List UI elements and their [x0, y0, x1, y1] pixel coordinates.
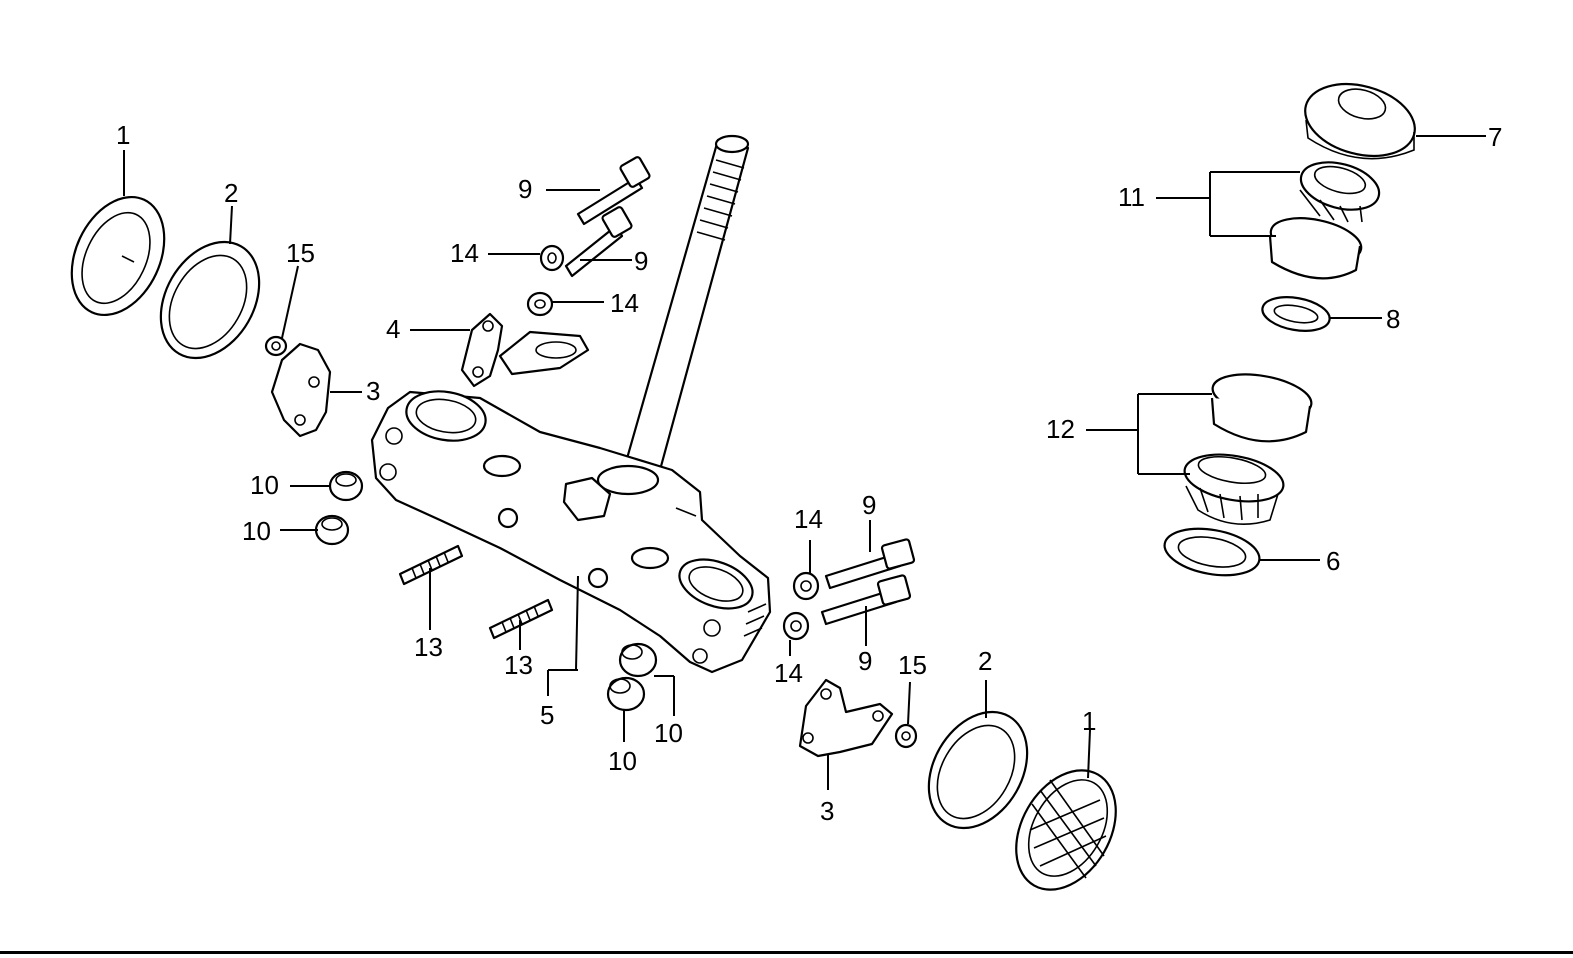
callout-15-upper: 15 — [286, 238, 315, 268]
callout-10-b: 10 — [242, 516, 271, 546]
bolt-9-upper-a — [576, 156, 651, 226]
steering-stem — [624, 134, 750, 472]
bolt-9-upper-b — [564, 206, 633, 278]
bracket-4 — [460, 312, 590, 388]
bearing-12 — [1183, 453, 1285, 526]
callout-9-c: 9 — [862, 490, 876, 520]
callout-2-upper: 2 — [224, 178, 238, 208]
callout-10-d: 10 — [608, 746, 637, 776]
callout-15-lower: 15 — [898, 650, 927, 680]
washer-14-upper-a — [539, 244, 565, 272]
nut-15-lower — [894, 723, 918, 749]
callout-10-c: 10 — [654, 718, 683, 748]
bolt-9-right-b — [820, 574, 912, 626]
callout-3-upper: 3 — [366, 376, 380, 406]
seal-6 — [1163, 527, 1261, 577]
reflector-lower-right — [1015, 769, 1117, 891]
lower-triple-clamp — [370, 390, 772, 674]
seal-8 — [1261, 296, 1331, 332]
rim-lower-right — [927, 710, 1029, 830]
callout-3-lower: 3 — [820, 796, 834, 826]
callout-14-a: 14 — [450, 238, 479, 268]
cap-nut-10-a — [618, 642, 658, 678]
callout-8: 8 — [1386, 304, 1400, 334]
callout-9-a: 9 — [518, 174, 532, 204]
callout-numbers: 1 2 15 4 3 10 10 13 13 5 10 10 9 14 9 14… — [116, 120, 1502, 826]
nut-15-upper — [264, 335, 288, 357]
callout-1-lower: 1 — [1082, 706, 1096, 736]
stud-13-a — [398, 544, 464, 586]
callout-2-lower: 2 — [978, 646, 992, 676]
race-12 — [1210, 373, 1313, 443]
nut-10-left-a — [328, 470, 364, 502]
washer-14-right-b — [782, 611, 810, 641]
washer-14-upper-b — [526, 291, 554, 317]
callout-1-upper: 1 — [116, 120, 130, 150]
callout-14-c: 14 — [794, 504, 823, 534]
callout-14-d: 14 — [774, 658, 803, 688]
washer-14-right-a — [792, 571, 820, 601]
race-11 — [1268, 217, 1363, 280]
bottom-border-line — [0, 951, 1573, 954]
callout-5: 5 — [540, 700, 554, 730]
bolt-9-right-a — [824, 538, 916, 590]
callout-9-b: 9 — [634, 246, 648, 276]
callout-13-a: 13 — [414, 632, 443, 662]
callout-10-a: 10 — [250, 470, 279, 500]
bracket-3-upper — [270, 342, 332, 438]
callout-11: 11 — [1118, 182, 1145, 212]
callout-14-b: 14 — [610, 288, 639, 318]
cap-nut-10-b — [606, 676, 646, 712]
reflector-upper-left — [70, 195, 166, 317]
callout-12: 12 — [1046, 414, 1075, 444]
stem-nut-7 — [1304, 83, 1416, 160]
bracket-3-lower — [798, 678, 894, 758]
bearing-11 — [1299, 161, 1381, 223]
callout-4: 4 — [386, 314, 400, 344]
callout-13-b: 13 — [504, 650, 533, 680]
leader-lines — [123, 135, 1486, 790]
callout-9-d: 9 — [858, 646, 872, 676]
stud-13-b — [488, 598, 554, 640]
nut-10-left-b — [314, 514, 350, 546]
callout-7: 7 — [1488, 122, 1502, 152]
callout-6: 6 — [1326, 546, 1340, 576]
rim-upper-left — [159, 240, 261, 360]
